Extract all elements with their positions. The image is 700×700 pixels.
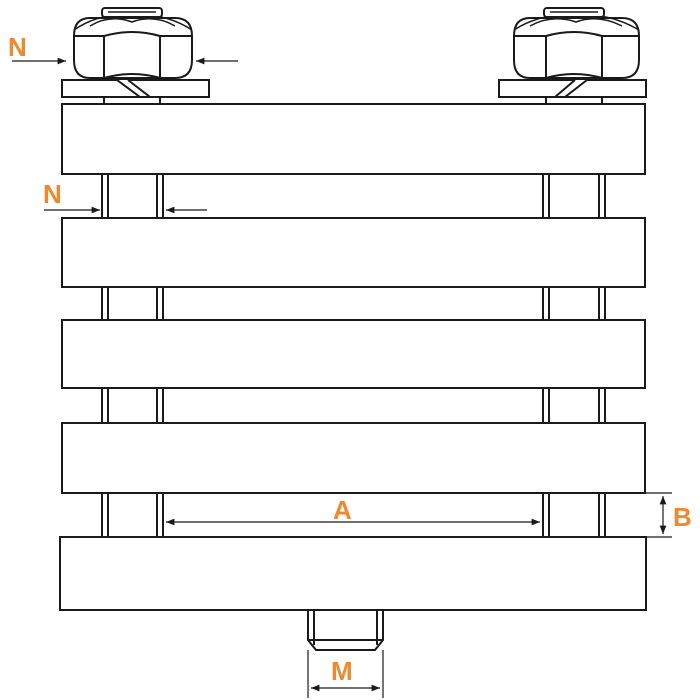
label-b: B — [673, 502, 692, 532]
label-n-top: N — [8, 32, 27, 62]
label-m: M — [331, 656, 353, 686]
busbar-plate-2 — [61, 217, 646, 288]
right-nut-assembly — [498, 7, 647, 98]
left-lock-nut — [73, 17, 193, 79]
busbar-plate-1 — [61, 103, 646, 175]
label-a: A — [333, 495, 352, 525]
busbar-plate-4 — [61, 422, 646, 494]
bottom-stud — [307, 611, 384, 651]
busbar-plate-5 — [59, 536, 647, 611]
dimension-m — [307, 650, 384, 698]
dimension-b — [646, 492, 672, 538]
busbar-plate-3 — [61, 319, 646, 389]
left-nut-assembly — [61, 7, 210, 98]
right-lock-nut — [513, 17, 640, 79]
label-n-mid: N — [43, 179, 62, 209]
